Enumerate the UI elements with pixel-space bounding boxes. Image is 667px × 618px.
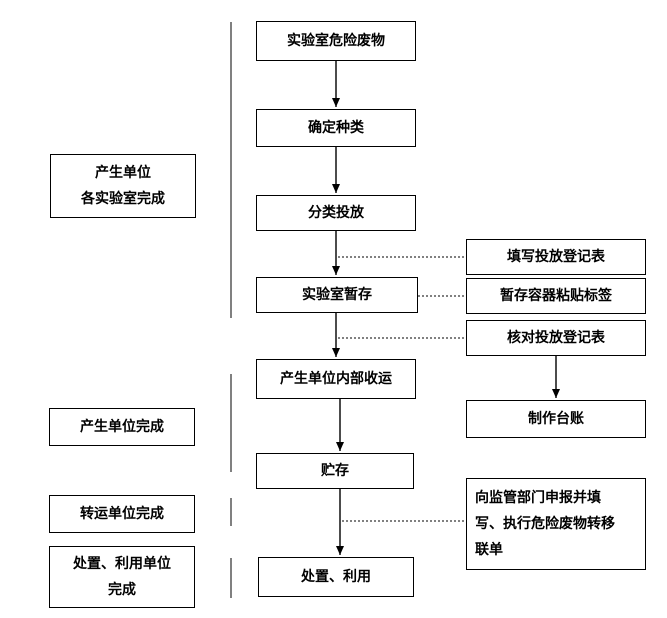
box-transporter-complete: 转运单位完成 — [49, 495, 195, 533]
box-label-container: 暂存容器粘贴标签 — [466, 278, 646, 314]
disposer-line1: 处置、利用单位 — [73, 556, 171, 572]
box-confirm-type: 确定种类 — [256, 109, 416, 147]
box-producer-labs: 产生单位 各实验室完成 — [50, 154, 196, 218]
box-producer-complete: 产生单位完成 — [49, 408, 195, 446]
box-lab-hazardous-waste: 实验室危险废物 — [256, 21, 416, 61]
box-fill-registration-form: 填写投放登记表 — [466, 239, 646, 275]
disposer-line2: 完成 — [108, 582, 136, 598]
box-sort-dispose: 分类投放 — [256, 195, 416, 231]
box-make-ledger: 制作台账 — [466, 400, 646, 438]
box-storage: 贮存 — [256, 453, 414, 489]
box-disposal-utilization: 处置、利用 — [258, 557, 414, 597]
box-check-registration-form: 核对投放登记表 — [466, 320, 646, 356]
producer-line2: 各实验室完成 — [81, 191, 165, 207]
box-internal-transport: 产生单位内部收运 — [256, 359, 416, 399]
box-report-transfer-manifest: 向监管部门申报并填 写、执行危险废物转移 联单 — [466, 478, 646, 570]
box-disposer-complete: 处置、利用单位 完成 — [49, 546, 195, 608]
producer-line1: 产生单位 — [95, 165, 151, 181]
box-lab-temp-storage: 实验室暂存 — [256, 277, 418, 313]
